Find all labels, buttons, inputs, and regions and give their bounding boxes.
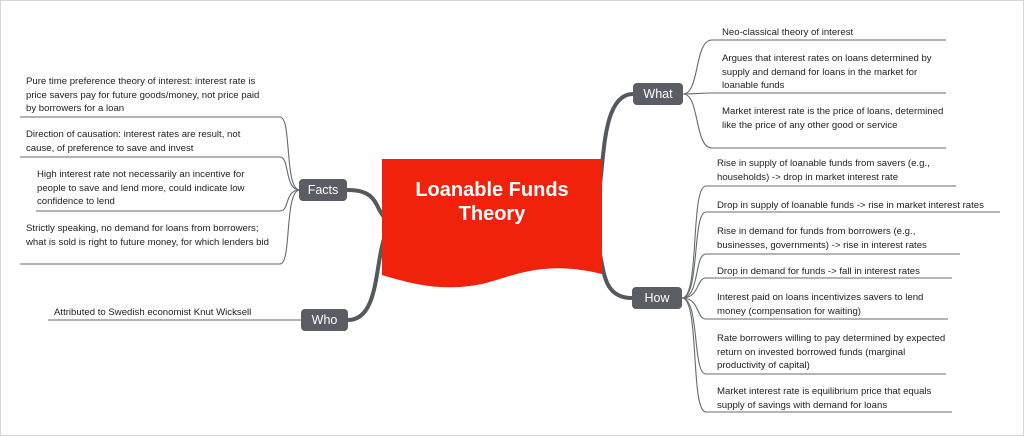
facts-item-3: High interest rate not necessarily an in… [37,169,245,208]
what-item-3: Market interest rate is the price of loa… [722,106,944,131]
branch-who[interactable]: Who [301,309,348,331]
how-item-2: Drop in supply of loanable funds -> rise… [717,200,984,211]
how-item-4: Drop in demand for funds -> fall in inte… [717,266,920,277]
who-item-1: Attributed to Swedish economist Knut Wic… [54,307,252,318]
what-item-1: Neo-classical theory of interest [722,27,854,38]
how-item-6: Rate borrowers willing to pay determined… [717,333,946,372]
facts-item-2: Direction of causation: interest rates a… [26,129,241,154]
how-item-3: Rise in demand for funds from borrowers … [717,226,927,251]
facts-item-4: Strictly speaking, no demand for loans f… [26,223,269,248]
facts-item-1: Pure time preference theory of interest:… [26,76,260,115]
central-topic-shape [382,159,602,288]
what-item-2: Argues that interest rates on loans dete… [722,53,932,92]
how-item-7: Market interest rate is equilibrium pric… [717,386,932,411]
branch-how[interactable]: How [632,287,682,309]
branch-facts[interactable]: Facts [299,179,347,201]
branch-what[interactable]: What [633,83,683,105]
central-topic-title: Loanable Funds Theory [415,179,569,225]
how-item-5: Interest paid on loans incentivizes save… [717,292,924,317]
how-item-1: Rise in supply of loanable funds from sa… [717,158,930,183]
